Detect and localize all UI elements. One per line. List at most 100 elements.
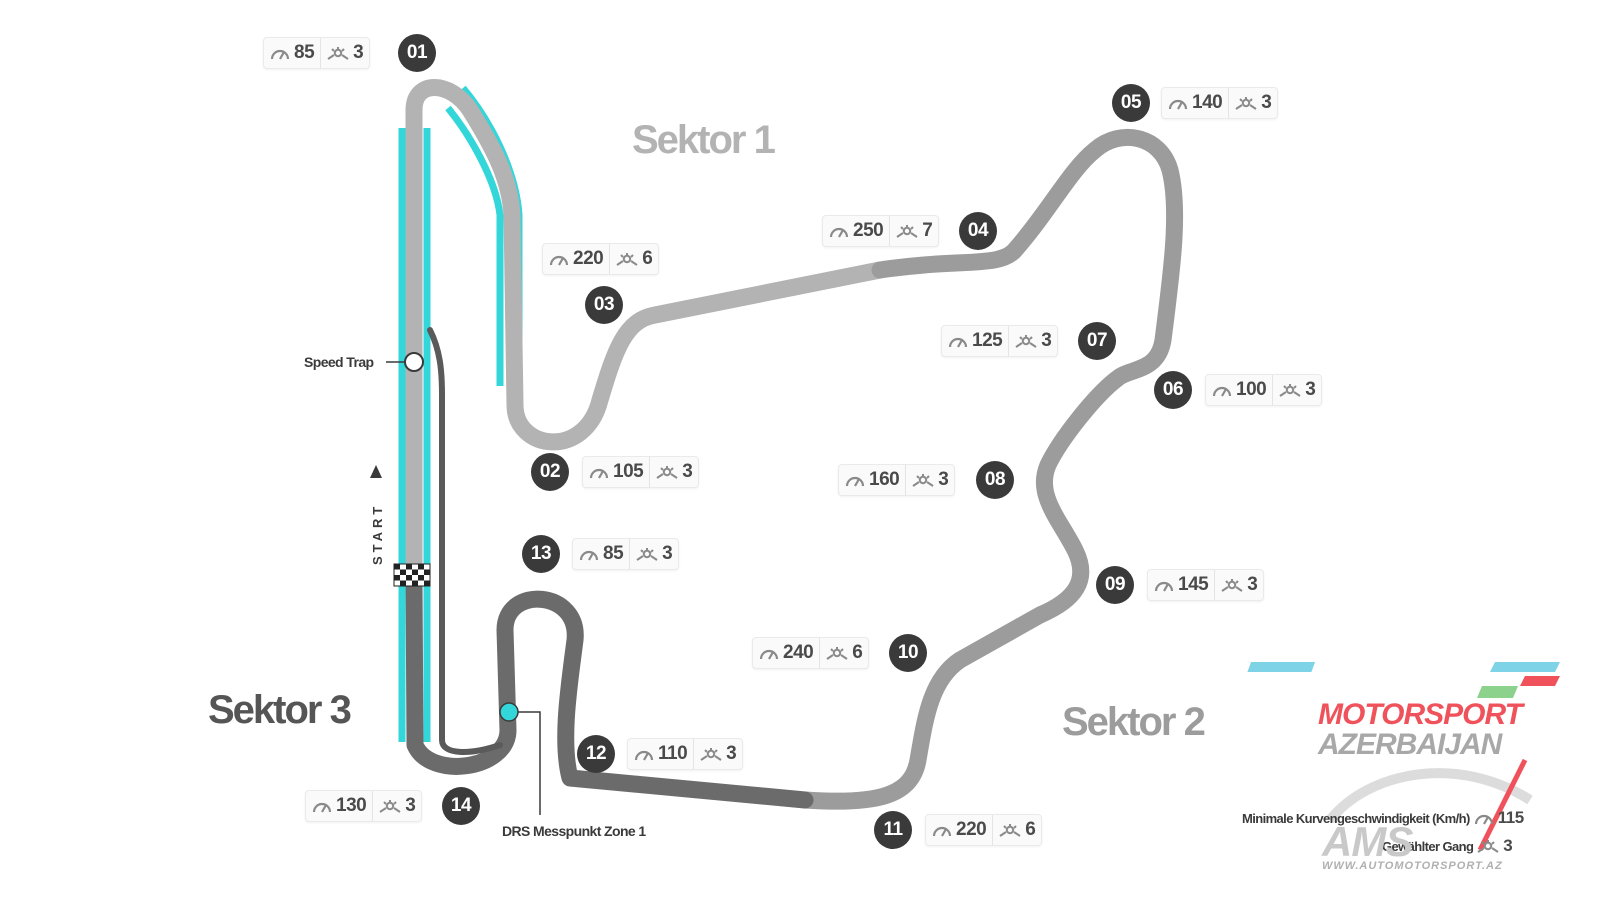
start-label: START	[370, 502, 385, 565]
drs-detection-marker	[499, 702, 519, 722]
drs-point-label: DRS Messpunkt Zone 1	[502, 823, 646, 839]
corner-gear-value: 6	[1025, 819, 1036, 840]
corner-info-06: 100 3	[1205, 374, 1323, 406]
gearbox-icon	[1235, 97, 1257, 110]
corner-speed-value: 220	[956, 819, 987, 840]
gearbox-icon	[1279, 384, 1301, 397]
speedometer-icon	[1154, 581, 1174, 592]
corner-gear-value: 6	[642, 248, 653, 269]
gearbox-icon	[826, 647, 848, 660]
logo-swoosh-red	[1477, 758, 1528, 852]
corner-badge-03: 03	[585, 286, 623, 324]
legend-gear-label: Gewählter Gang	[1382, 838, 1474, 854]
corner-speed-value: 125	[972, 330, 1003, 351]
corner-speed-value: 140	[1192, 92, 1223, 113]
corner-gear: 3	[372, 791, 421, 821]
corner-badge-01: 01	[398, 34, 436, 72]
pit-lane	[427, 327, 503, 755]
corner-gear: 3	[1272, 375, 1321, 405]
corner-gear: 3	[905, 465, 954, 495]
corner-speed: 100	[1206, 375, 1272, 405]
corner-gear: 3	[1214, 570, 1263, 600]
corner-gear: 6	[819, 638, 868, 668]
corner-gear: 3	[693, 739, 742, 769]
corner-badge-05: 05	[1112, 84, 1150, 122]
speed-trap-marker	[404, 352, 424, 372]
logo-line-1: MOTORSPORT	[1318, 698, 1523, 731]
corner-info-07: 125 3	[941, 325, 1059, 357]
corner-gear-value: 3	[938, 469, 949, 490]
corner-info-09: 145 3	[1147, 569, 1265, 601]
legend-gear-cell: 3	[1473, 836, 1516, 856]
corner-speed-value: 220	[573, 248, 604, 269]
gearbox-icon	[896, 225, 918, 238]
corner-speed-value: 145	[1178, 574, 1209, 595]
corner-gear-value: 3	[682, 461, 693, 482]
corner-badge-07: 07	[1078, 322, 1116, 360]
speedometer-icon	[549, 255, 569, 266]
logo-flag-stripes	[1247, 662, 1316, 672]
corner-speed: 220	[543, 244, 609, 274]
gearbox-icon	[1221, 579, 1243, 592]
logo-swoosh	[1326, 768, 1533, 824]
speedometer-icon	[759, 649, 779, 660]
corner-speed-value: 110	[658, 743, 688, 764]
sector-3-label: Sektor 3	[208, 688, 352, 732]
corner-speed-value: 85	[294, 42, 315, 63]
corner-badge-10: 10	[889, 634, 927, 672]
legend-speed-row: Minimale Kurvengeschwindigkeit (Km/h) 11…	[1242, 808, 1528, 828]
track-sector-2	[796, 128, 1184, 810]
corner-gear-value: 3	[1041, 330, 1052, 351]
corner-gear: 3	[320, 38, 369, 68]
gearbox-icon	[379, 800, 401, 813]
logo-url: WWW.AUTOMOTORSPORT.AZ	[1322, 860, 1503, 872]
logo-mark: AMS	[1322, 818, 1413, 865]
speedometer-icon	[932, 826, 952, 837]
corner-gear: 3	[1228, 88, 1277, 118]
corner-speed: 145	[1148, 570, 1214, 600]
corner-gear-value: 3	[1305, 379, 1316, 400]
corner-badge-11: 11	[874, 811, 912, 849]
gearbox-icon	[1477, 840, 1499, 853]
gearbox-icon	[616, 253, 638, 266]
legend-speed-label: Minimale Kurvengeschwindigkeit (Km/h)	[1242, 810, 1470, 826]
corner-speed: 85	[264, 38, 320, 68]
speedometer-icon	[270, 49, 290, 60]
corner-gear-value: 7	[922, 220, 933, 241]
logo-line-2: AZERBAIJAN	[1318, 728, 1502, 761]
corner-badge-12: 12	[577, 735, 615, 773]
speedometer-icon	[312, 802, 332, 813]
drs-zone-turn1-inner	[445, 105, 504, 386]
sector-1-label: Sektor 1	[632, 118, 776, 162]
corner-badge-06: 06	[1154, 371, 1192, 409]
legend-gear-row: Gewählter Gang 3	[1382, 836, 1516, 856]
corner-gear: 6	[992, 815, 1041, 845]
gearbox-icon	[700, 748, 722, 761]
corner-gear: 6	[609, 244, 658, 274]
corner-speed: 160	[839, 465, 905, 495]
corner-badge-02: 02	[531, 453, 569, 491]
speedometer-icon	[579, 550, 599, 561]
corner-gear-value: 3	[1247, 574, 1258, 595]
corner-gear-value: 3	[405, 795, 416, 816]
corner-speed: 105	[583, 457, 649, 487]
corner-gear: 3	[1008, 326, 1057, 356]
corner-gear: 3	[649, 457, 698, 487]
legend-gear-value: 3	[1503, 836, 1513, 855]
corner-info-02: 105 3	[582, 456, 700, 488]
legend-speed-cell: 115	[1470, 808, 1528, 828]
corner-speed: 140	[1162, 88, 1228, 118]
corner-speed: 110	[628, 739, 693, 769]
gearbox-icon	[999, 824, 1021, 837]
speedometer-icon	[948, 337, 968, 348]
sector-2-label: Sektor 2	[1062, 700, 1206, 744]
corner-info-11: 220 6	[925, 814, 1043, 846]
corner-gear-value: 3	[662, 543, 673, 564]
